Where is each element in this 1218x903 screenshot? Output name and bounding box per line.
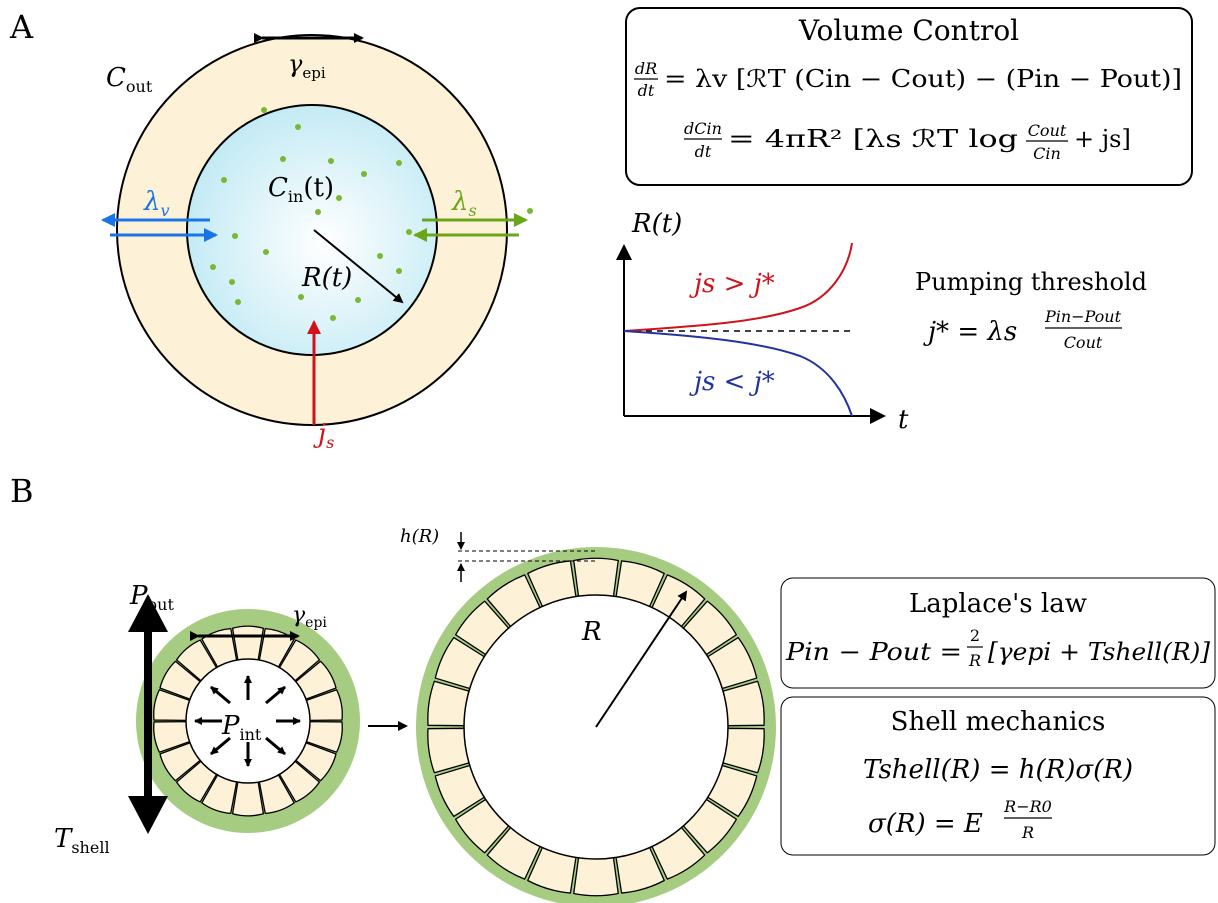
eq2-lhs-num: dCin	[684, 119, 722, 138]
plot-curve-upper	[623, 242, 853, 332]
plot-upper-label: js > j*	[689, 269, 775, 299]
t-shell-arrow-down	[128, 796, 168, 834]
laplace-eq-rhs: [γepi + Tshell(R)]	[988, 638, 1211, 666]
threshold-lhs: j* = λs	[923, 317, 1017, 347]
plot-lower-label: js < j*	[689, 367, 775, 397]
solute-dots	[210, 107, 533, 321]
gamma-epi-label: γepi	[288, 50, 326, 82]
shell-eq2-num: R−R0	[1003, 797, 1052, 816]
large-cyst-cells	[427, 557, 765, 897]
gamma-epi-label-b: γepi	[292, 603, 327, 631]
shell-box	[780, 696, 1216, 856]
shell-eq2-lhs: σ(R) = E	[868, 809, 983, 839]
h-of-r-label: h(R)	[400, 526, 439, 547]
laplace-title: Laplace's law	[909, 589, 1087, 619]
lambda-v-label: λv	[143, 187, 170, 220]
c-in-label: Cin(t)	[268, 173, 334, 206]
t-shell-label: Tshell	[54, 824, 110, 857]
epithelial-cell	[231, 778, 265, 817]
laplace-eq-num: 2	[970, 626, 980, 645]
eq2-frac-num: Cout	[1028, 121, 1067, 140]
shell-eq2-den: R	[1021, 823, 1034, 842]
t-shell-arrow-up	[128, 594, 168, 632]
plot-curve-lower	[623, 330, 853, 417]
threshold-num: Pin−Pout	[1044, 307, 1122, 326]
threshold-title: Pumping threshold	[915, 268, 1147, 296]
r-label: R	[581, 617, 602, 647]
plot-x-label: t	[898, 405, 909, 435]
laplace-box	[780, 577, 1216, 689]
eq2-rhs-a: = 4πR² [λs ℛT log	[728, 125, 1018, 153]
c-out-label: Cout	[106, 63, 153, 96]
epithelial-cell	[573, 856, 619, 897]
epithelial-cell	[573, 557, 619, 598]
laplace-eq-den: R	[968, 651, 981, 670]
eq1-rhs: = λv [ℛT (Cin − Cout) − (Pin − Pout)]	[664, 65, 1182, 93]
eq2-frac-den: Cin	[1033, 144, 1061, 163]
panel-b-label: B	[10, 472, 34, 510]
shell-eq1: Tshell(R) = h(R)σ(R)	[863, 755, 1133, 785]
eq1-lhs-num: dR	[635, 59, 657, 78]
threshold-den: Cout	[1064, 333, 1103, 352]
shell-title: Shell mechanics	[891, 707, 1106, 737]
lambda-s-label: λs	[451, 187, 477, 220]
r-of-t-label: R(t)	[301, 263, 352, 293]
eq2-lhs-den: dt	[695, 142, 712, 161]
epithelial-cell	[231, 625, 265, 664]
panel-a-label: A	[9, 8, 34, 46]
lumen	[186, 104, 438, 356]
radius-arrow	[313, 229, 404, 304]
eq1-lhs-den: dt	[638, 81, 655, 100]
laplace-eq-lhs: Pin − Pout =	[785, 638, 962, 666]
plot-y-label: R(t)	[631, 209, 682, 239]
p-int-arrows	[194, 675, 301, 767]
volume-control-title: Volume Control	[798, 14, 1019, 47]
eq2-rhs-b: + js]	[1074, 125, 1131, 153]
p-int-label: Pint	[221, 711, 262, 744]
large-radius-arrow	[595, 590, 688, 728]
